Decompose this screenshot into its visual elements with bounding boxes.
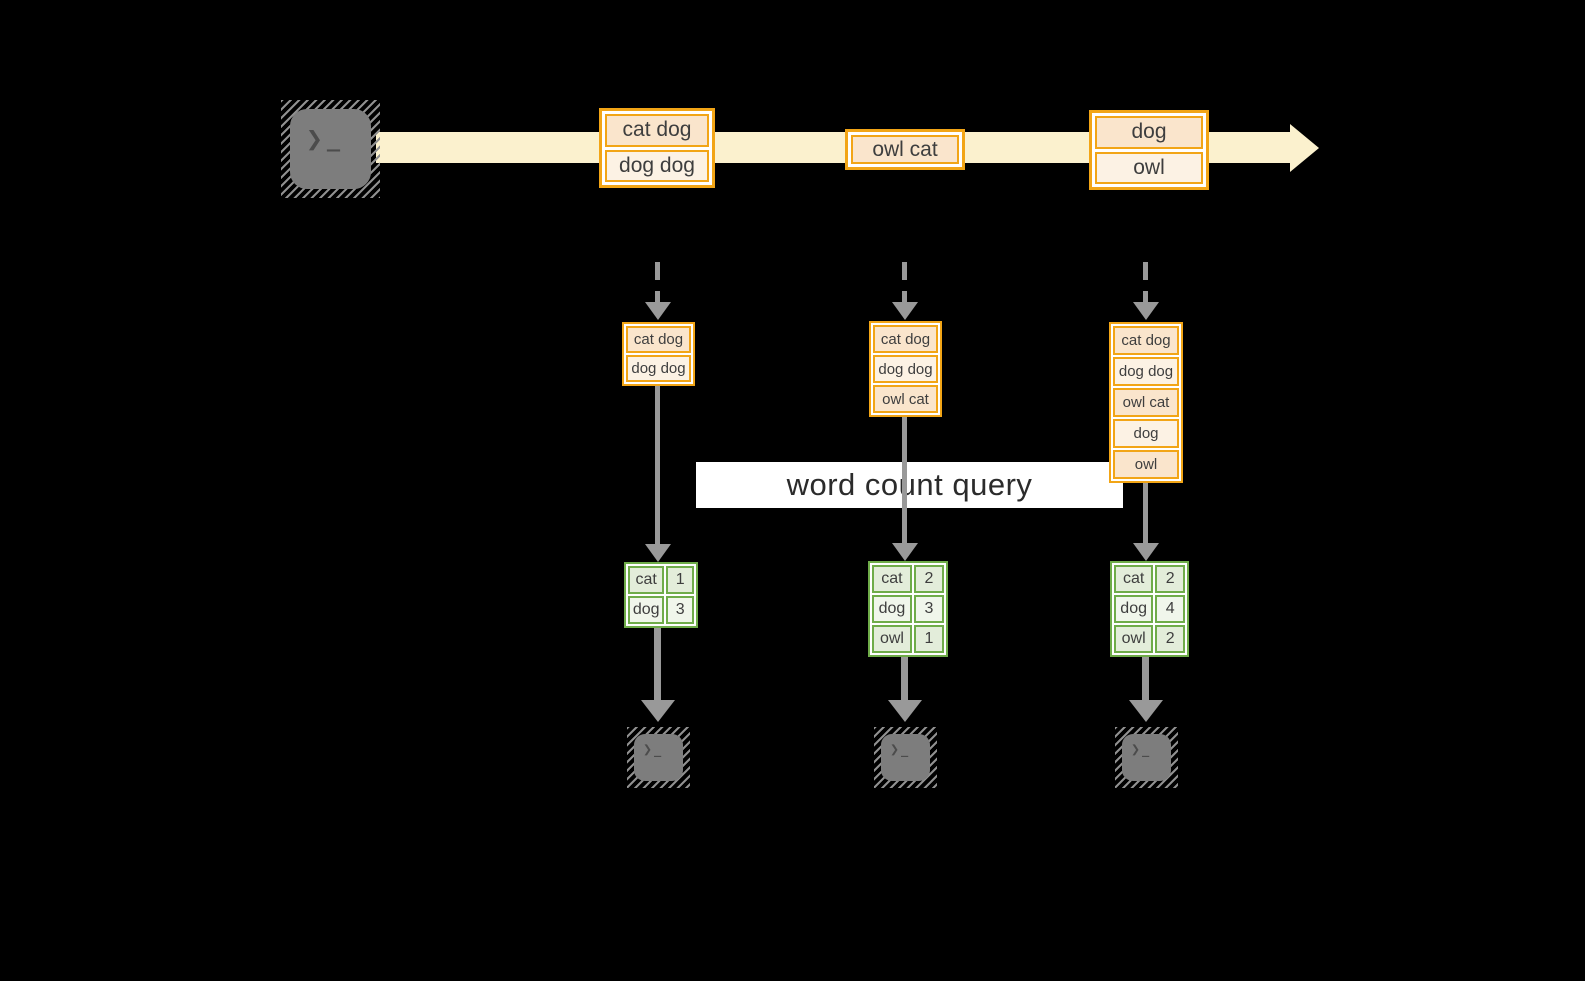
terminal-screen: ❯ _ xyxy=(634,734,683,781)
query-arrow-3 xyxy=(1143,483,1148,545)
table-row: dog 4 xyxy=(1114,595,1185,623)
word-cell: dog xyxy=(628,596,665,624)
ingest-arrowhead-3 xyxy=(1133,302,1159,320)
output-arrowhead-3 xyxy=(1129,700,1163,722)
count-cell: 4 xyxy=(1155,595,1185,623)
count-table-3: cat 2 dog 4 owl 2 xyxy=(1110,561,1189,657)
terminal-sink-icon-1: ❯ _ xyxy=(627,727,690,788)
query-arrow-1 xyxy=(655,386,660,546)
record: dog dog xyxy=(873,355,938,383)
ingest-arrowhead-2 xyxy=(892,302,918,320)
accumulated-log-3: cat dog dog dog owl cat dog owl xyxy=(1109,322,1183,483)
record: cat dog xyxy=(605,114,709,147)
record: owl cat xyxy=(851,135,959,164)
word-cell: cat xyxy=(628,566,665,594)
record: dog xyxy=(1095,116,1203,149)
count-cell: 3 xyxy=(913,595,944,623)
record: dog dog xyxy=(626,355,691,382)
stream-batch-3: dog owl xyxy=(1089,110,1209,190)
output-arrowhead-2 xyxy=(888,700,922,722)
terminal-screen: ❯ _ xyxy=(290,109,371,189)
stream-batch-2: owl cat xyxy=(845,129,965,170)
output-arrow-3 xyxy=(1142,656,1149,702)
record: cat dog xyxy=(873,325,938,353)
table-row: dog 3 xyxy=(628,596,694,624)
terminal-screen: ❯ _ xyxy=(1122,734,1171,781)
terminal-prompt-icon: ❯ xyxy=(643,740,653,758)
word-cell: cat xyxy=(1114,565,1154,593)
count-table-2: cat 2 dog 3 owl 1 xyxy=(868,561,948,657)
table-row: cat 1 xyxy=(628,566,694,594)
record: cat dog xyxy=(626,326,691,353)
count-cell: 2 xyxy=(1155,565,1185,593)
query-banner-label: word count query xyxy=(786,467,1033,502)
terminal-cursor-icon: _ xyxy=(654,743,662,757)
output-arrow-1 xyxy=(654,628,661,702)
record: owl xyxy=(1113,450,1179,479)
ingest-arrow-2 xyxy=(902,262,907,304)
word-cell: cat xyxy=(872,565,912,593)
record: owl cat xyxy=(873,385,938,413)
query-arrowhead-3 xyxy=(1133,543,1159,561)
query-arrow-2 xyxy=(902,417,907,545)
word-cell: dog xyxy=(1114,595,1154,623)
record: dog dog xyxy=(1113,357,1179,386)
terminal-cursor-icon: _ xyxy=(901,743,909,757)
word-cell: owl xyxy=(1114,625,1154,653)
query-arrowhead-1 xyxy=(645,544,671,562)
terminal-prompt-icon: ❯ xyxy=(1131,740,1141,758)
ingest-arrow-3 xyxy=(1143,262,1148,304)
table-row: dog 3 xyxy=(872,595,944,623)
record: cat dog xyxy=(1113,326,1179,355)
terminal-source-icon: ❯ _ xyxy=(281,100,380,198)
output-arrowhead-1 xyxy=(641,700,675,722)
record: dog dog xyxy=(605,149,709,182)
terminal-sink-icon-2: ❯ _ xyxy=(874,727,937,788)
count-cell: 2 xyxy=(1155,625,1185,653)
terminal-cursor-icon: _ xyxy=(326,127,341,152)
terminal-prompt-icon: ❯ xyxy=(890,740,900,758)
accumulated-log-1: cat dog dog dog xyxy=(622,322,695,386)
stream-arrowhead-icon xyxy=(1290,124,1319,172)
record: dog xyxy=(1113,419,1179,448)
count-cell: 1 xyxy=(913,625,944,653)
count-cell: 1 xyxy=(666,566,694,594)
query-arrowhead-2 xyxy=(892,543,918,561)
table-row: owl 2 xyxy=(1114,625,1185,653)
count-cell: 3 xyxy=(666,596,694,624)
terminal-cursor-icon: _ xyxy=(1142,743,1150,757)
ingest-arrowhead-1 xyxy=(645,302,671,320)
record: owl xyxy=(1095,151,1203,184)
word-cell: dog xyxy=(872,595,912,623)
record: owl cat xyxy=(1113,388,1179,417)
table-row: owl 1 xyxy=(872,625,944,653)
word-cell: owl xyxy=(872,625,912,653)
table-row: cat 2 xyxy=(872,565,944,593)
count-table-1: cat 1 dog 3 xyxy=(624,562,698,628)
table-row: cat 2 xyxy=(1114,565,1185,593)
terminal-screen: ❯ _ xyxy=(881,734,930,781)
stream-batch-1: cat dog dog dog xyxy=(599,108,715,188)
output-arrow-2 xyxy=(901,657,908,702)
query-banner: word count query xyxy=(696,462,1123,508)
count-cell: 2 xyxy=(913,565,944,593)
ingest-arrow-1 xyxy=(655,262,660,304)
accumulated-log-2: cat dog dog dog owl cat xyxy=(869,321,942,417)
terminal-prompt-icon: ❯ xyxy=(306,122,323,155)
terminal-sink-icon-3: ❯ _ xyxy=(1115,727,1178,788)
